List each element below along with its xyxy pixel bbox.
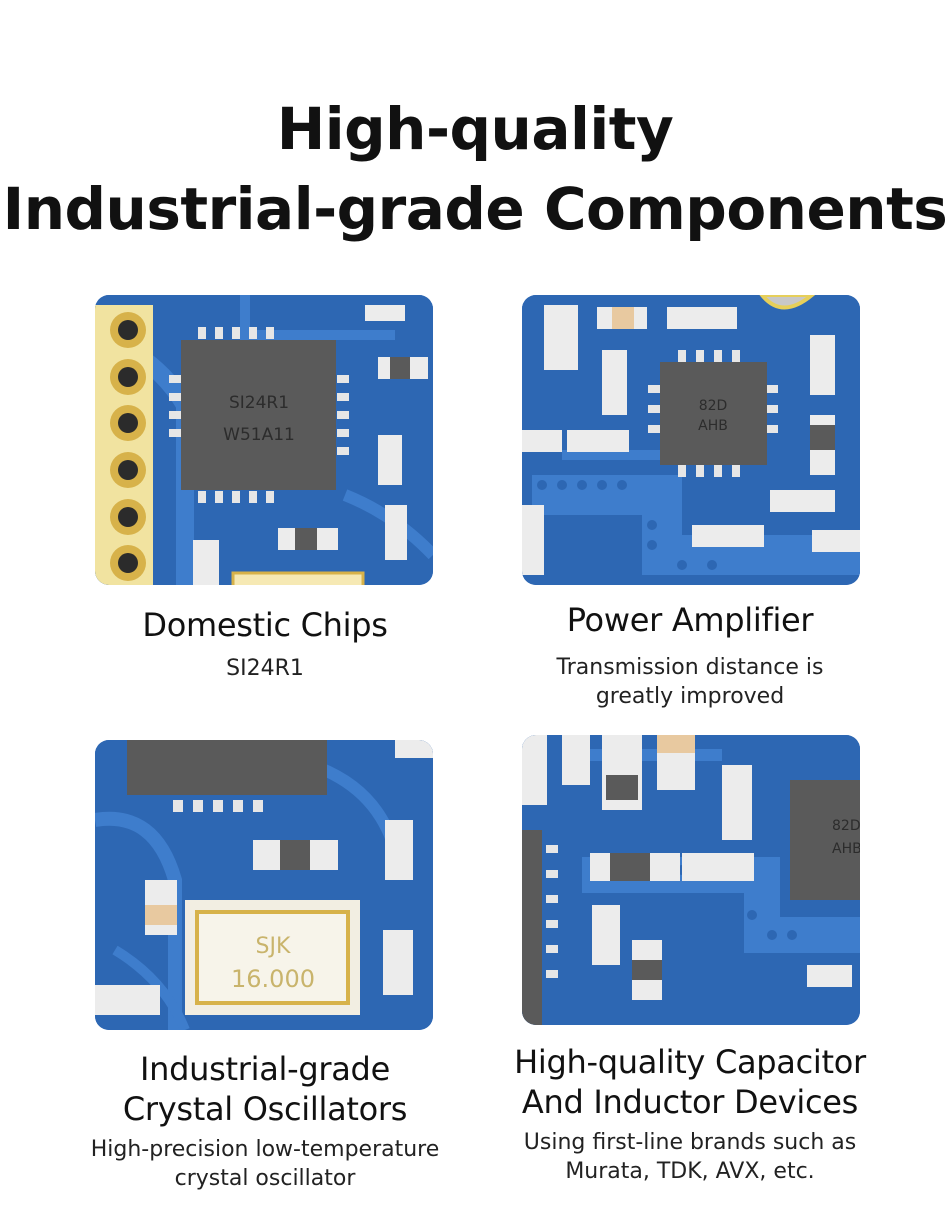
feature-subtitle: SI24R1 [226,656,304,681]
feature-subtitle-line-2: Murata, TDK, AVX, etc. [565,1159,815,1184]
feature-title-line-2: And Inductor Devices [521,1083,859,1121]
chip-photo: SI24R1 W51A11 [95,295,433,585]
amp-marking-line-2: AHB [698,418,728,434]
feature-domestic-chips: SI24R1 W51A11 Domestic Chips SI24R1 [55,290,475,710]
headline-line-2: Industrial-grade Components [2,175,948,243]
feature-title: Domestic Chips [142,606,388,644]
feature-subtitle-line-2: greatly improved [595,684,785,709]
feature-subtitle-line-1: Transmission distance is [556,655,824,680]
feature-title: Power Amplifier [566,601,814,639]
amplifier-photo: 82D AHB [522,295,860,585]
feature-subtitle-line-1: High-precision low-temperature [90,1137,440,1162]
feature-crystal-oscillators: SJK 16.000 Industrial-grade Crystal Osci… [55,735,475,1205]
chip-marking-line-2: W51A11 [223,425,295,445]
crystal-marking-line-2: 16.000 [231,965,315,993]
feature-title-line-2: Crystal Oscillators [122,1090,408,1128]
crystal-photo: SJK 16.000 [95,740,433,1030]
chip-marking-line-1: SI24R1 [229,393,289,413]
capacitor-photo: 82D AHB [522,735,860,1025]
cap-chip-marking-line-1: 82D [832,818,860,834]
feature-power-amplifier: 82D AHB Power Amplifier Transmission dis… [480,290,900,720]
feature-title-line-1: High-quality Capacitor [514,1043,866,1081]
crystal-marking-line-1: SJK [256,934,291,959]
feature-capacitor-inductor: 82D AHB High-quality Capacitor And Induc… [480,730,900,1200]
feature-subtitle-line-2: crystal oscillator [174,1166,356,1191]
headline-line-1: High-quality [276,95,674,163]
feature-title-line-1: Industrial-grade [140,1050,390,1088]
feature-subtitle-line-1: Using first-line brands such as [523,1130,857,1155]
amp-marking-line-1: 82D [699,398,728,414]
cap-chip-marking-line-2: AHB [832,841,860,857]
